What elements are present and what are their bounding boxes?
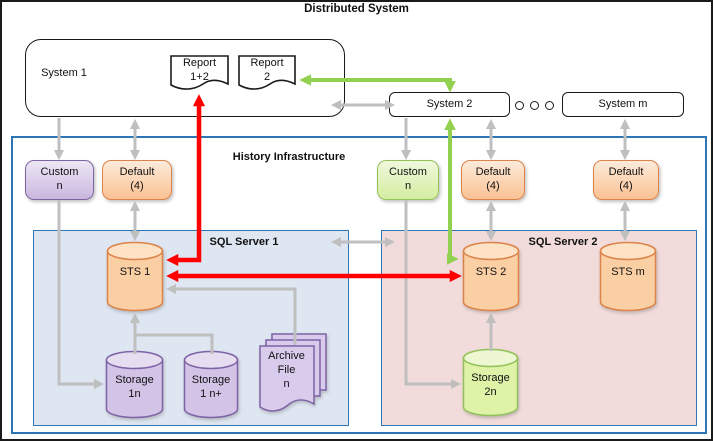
- archive-file-stack: [259, 333, 327, 412]
- sts-1-cylinder: [106, 241, 164, 312]
- sts-m-label: STS m: [611, 266, 645, 278]
- history-infrastructure-label: History Infrastructure: [232, 151, 346, 163]
- default-adapter-3: Default (4): [593, 160, 659, 200]
- ellipsis-dot: [515, 101, 524, 110]
- storage-1n-plus-label: Storage 1 n+: [191, 374, 231, 400]
- ellipsis-dot: [530, 101, 539, 110]
- sts-1-label: STS 1: [119, 266, 151, 278]
- ellipsis-dot: [545, 101, 554, 110]
- default-adapter-2: Default (4): [461, 160, 525, 200]
- report-1-2-label: Report 1+2: [182, 57, 217, 83]
- sts-2-cylinder: [462, 241, 520, 312]
- report-2-document: [238, 55, 296, 90]
- sql-server-2-label: SQL Server 2: [528, 236, 598, 248]
- system-m-node: System m: [562, 92, 684, 117]
- sts-m-cylinder: [599, 241, 657, 312]
- storage-1n-cylinder: [105, 350, 164, 419]
- storage-2n-cylinder: [462, 348, 519, 417]
- custom-adapter-1: Custom n: [25, 160, 94, 200]
- custom-adapter-2: Custom n: [377, 160, 439, 200]
- storage-1n-label: Storage 1n: [115, 374, 154, 400]
- storage-2n-label: Storage 2n: [471, 372, 510, 398]
- sts-2-label: STS 2: [475, 266, 507, 278]
- storage-1n-plus-cylinder: [183, 350, 239, 419]
- archive-file-label: Archive File n: [268, 350, 305, 390]
- system-2-node: System 2: [389, 92, 510, 117]
- report-2-label: Report 2: [250, 57, 284, 83]
- default-adapter-1: Default (4): [102, 160, 172, 200]
- diagram-title: Distributed System: [304, 3, 409, 15]
- system-1-label: System 1: [41, 67, 87, 80]
- sql-server-1-label: SQL Server 1: [209, 236, 279, 248]
- report-1-2-document: [170, 55, 229, 90]
